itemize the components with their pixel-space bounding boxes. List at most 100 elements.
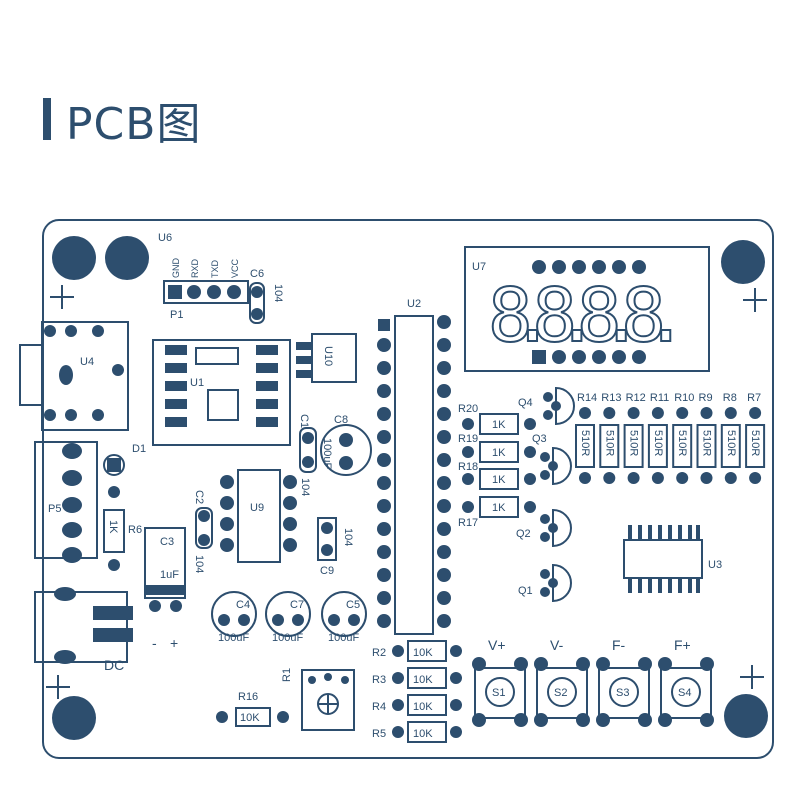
pad (658, 657, 672, 671)
button-function-label: V- (550, 637, 564, 653)
u6-label: U6 (158, 232, 172, 244)
bank-resistor-value: 510R (749, 430, 761, 456)
mounting-hole (52, 696, 96, 740)
bank-resistor-value: 510R (701, 430, 713, 456)
mounting-hole (724, 694, 768, 738)
button-cap (547, 677, 577, 707)
p1-pin-gnd: GND (171, 258, 181, 279)
mounting-hole (721, 240, 765, 284)
u7-display: 8.8.8.8. (464, 246, 710, 372)
r6-value: 1K (107, 520, 119, 534)
bank-resistor-label: R13 (601, 392, 621, 404)
button-row: V+S1V-S2F-S3F+S4 (472, 637, 714, 727)
bank-resistor-label: R11 (650, 392, 669, 404)
bank-resistor-body (696, 424, 717, 468)
bank-resistor-label: R7 (747, 392, 761, 404)
button-body (536, 667, 588, 719)
button-switch-label: S1 (492, 687, 505, 699)
pad (700, 472, 713, 484)
r18-value: 1K (492, 474, 506, 486)
u4-connector (19, 321, 129, 431)
resistor-bank: R14510RR13510RR12510RR11510RR10510RR9510… (575, 392, 766, 484)
q4-label: Q4 (518, 397, 533, 409)
button-body (660, 667, 712, 719)
r4-value: 10K (413, 701, 433, 713)
pad (596, 713, 610, 727)
u4-label: U4 (80, 356, 94, 368)
pad (658, 713, 672, 727)
c4-value: 100uF (218, 632, 249, 644)
c5-value: 100uF (328, 632, 359, 644)
d1-label: D1 (132, 443, 146, 455)
bank-resistor-value: 510R (652, 430, 664, 456)
button-cap (671, 677, 701, 707)
dc-jack (34, 587, 133, 664)
capacitor-row (211, 591, 367, 637)
r3-label: R3 (372, 674, 386, 686)
display-digits: 8.8.8.8. (488, 273, 688, 359)
pad (676, 407, 689, 419)
r16-value: 10K (240, 712, 260, 724)
c3-plus: + (170, 635, 178, 651)
pad (534, 657, 548, 671)
transistors (540, 386, 575, 603)
button-function-label: F- (612, 637, 626, 653)
bank-resistor-body (599, 424, 620, 468)
c9-value: 104 (342, 528, 354, 546)
p1-pin-txd: TXD (210, 259, 220, 278)
dc-label: DC (104, 657, 124, 673)
r18-label: R18 (458, 461, 478, 473)
u3-chip (623, 525, 703, 593)
c5-label: C5 (346, 599, 360, 611)
button-cap (485, 677, 515, 707)
r17-label: R17 (458, 517, 478, 529)
pad (749, 407, 762, 419)
c8-value: 100uF (321, 438, 333, 469)
c2-label: C2 (193, 490, 205, 504)
pad (579, 407, 591, 419)
pad (576, 713, 590, 727)
u1-label: U1 (190, 377, 204, 389)
c9-label: C9 (320, 565, 334, 577)
r2-r5-resistors (392, 640, 462, 743)
pad (651, 472, 664, 484)
bank-resistor-body (623, 424, 644, 468)
bank-resistor-label: R8 (723, 392, 737, 404)
r1-label: R1 (281, 668, 293, 682)
c3-minus: - (152, 635, 157, 651)
r3-value: 10K (413, 674, 433, 686)
pad (579, 472, 591, 484)
c6-value: 104 (272, 284, 284, 302)
u1-module (152, 339, 291, 446)
c8-label: C8 (334, 414, 348, 426)
bank-resistor-body (745, 424, 766, 468)
q3-label: Q3 (532, 433, 547, 445)
mounting-hole (52, 236, 96, 280)
bank-resistor-value: 510R (676, 430, 688, 456)
r2-label: R2 (372, 647, 386, 659)
pad (514, 713, 528, 727)
pad (651, 407, 664, 419)
u7-label: U7 (472, 261, 486, 273)
pad (472, 713, 486, 727)
r19-value: 1K (492, 447, 506, 459)
pad (724, 407, 737, 419)
pad (700, 713, 714, 727)
c2-value: 104 (193, 555, 205, 573)
r20-value: 1K (492, 419, 506, 431)
r20-label: R20 (458, 403, 478, 415)
bank-resistor-value: 510R (603, 430, 615, 456)
r4-label: R4 (372, 701, 386, 713)
u10-label: U10 (322, 346, 334, 366)
button-switch-label: S2 (554, 687, 567, 699)
c1-label: C1 (298, 414, 310, 428)
c1-value: 104 (299, 478, 311, 496)
bank-resistor-body (672, 424, 693, 468)
u9-chip (220, 469, 297, 563)
page-title: PCB图 (66, 99, 202, 150)
u3-label: U3 (708, 559, 722, 571)
c4-label: C4 (236, 599, 250, 611)
r6-label: R6 (128, 524, 142, 536)
u9-label: U9 (250, 502, 264, 514)
